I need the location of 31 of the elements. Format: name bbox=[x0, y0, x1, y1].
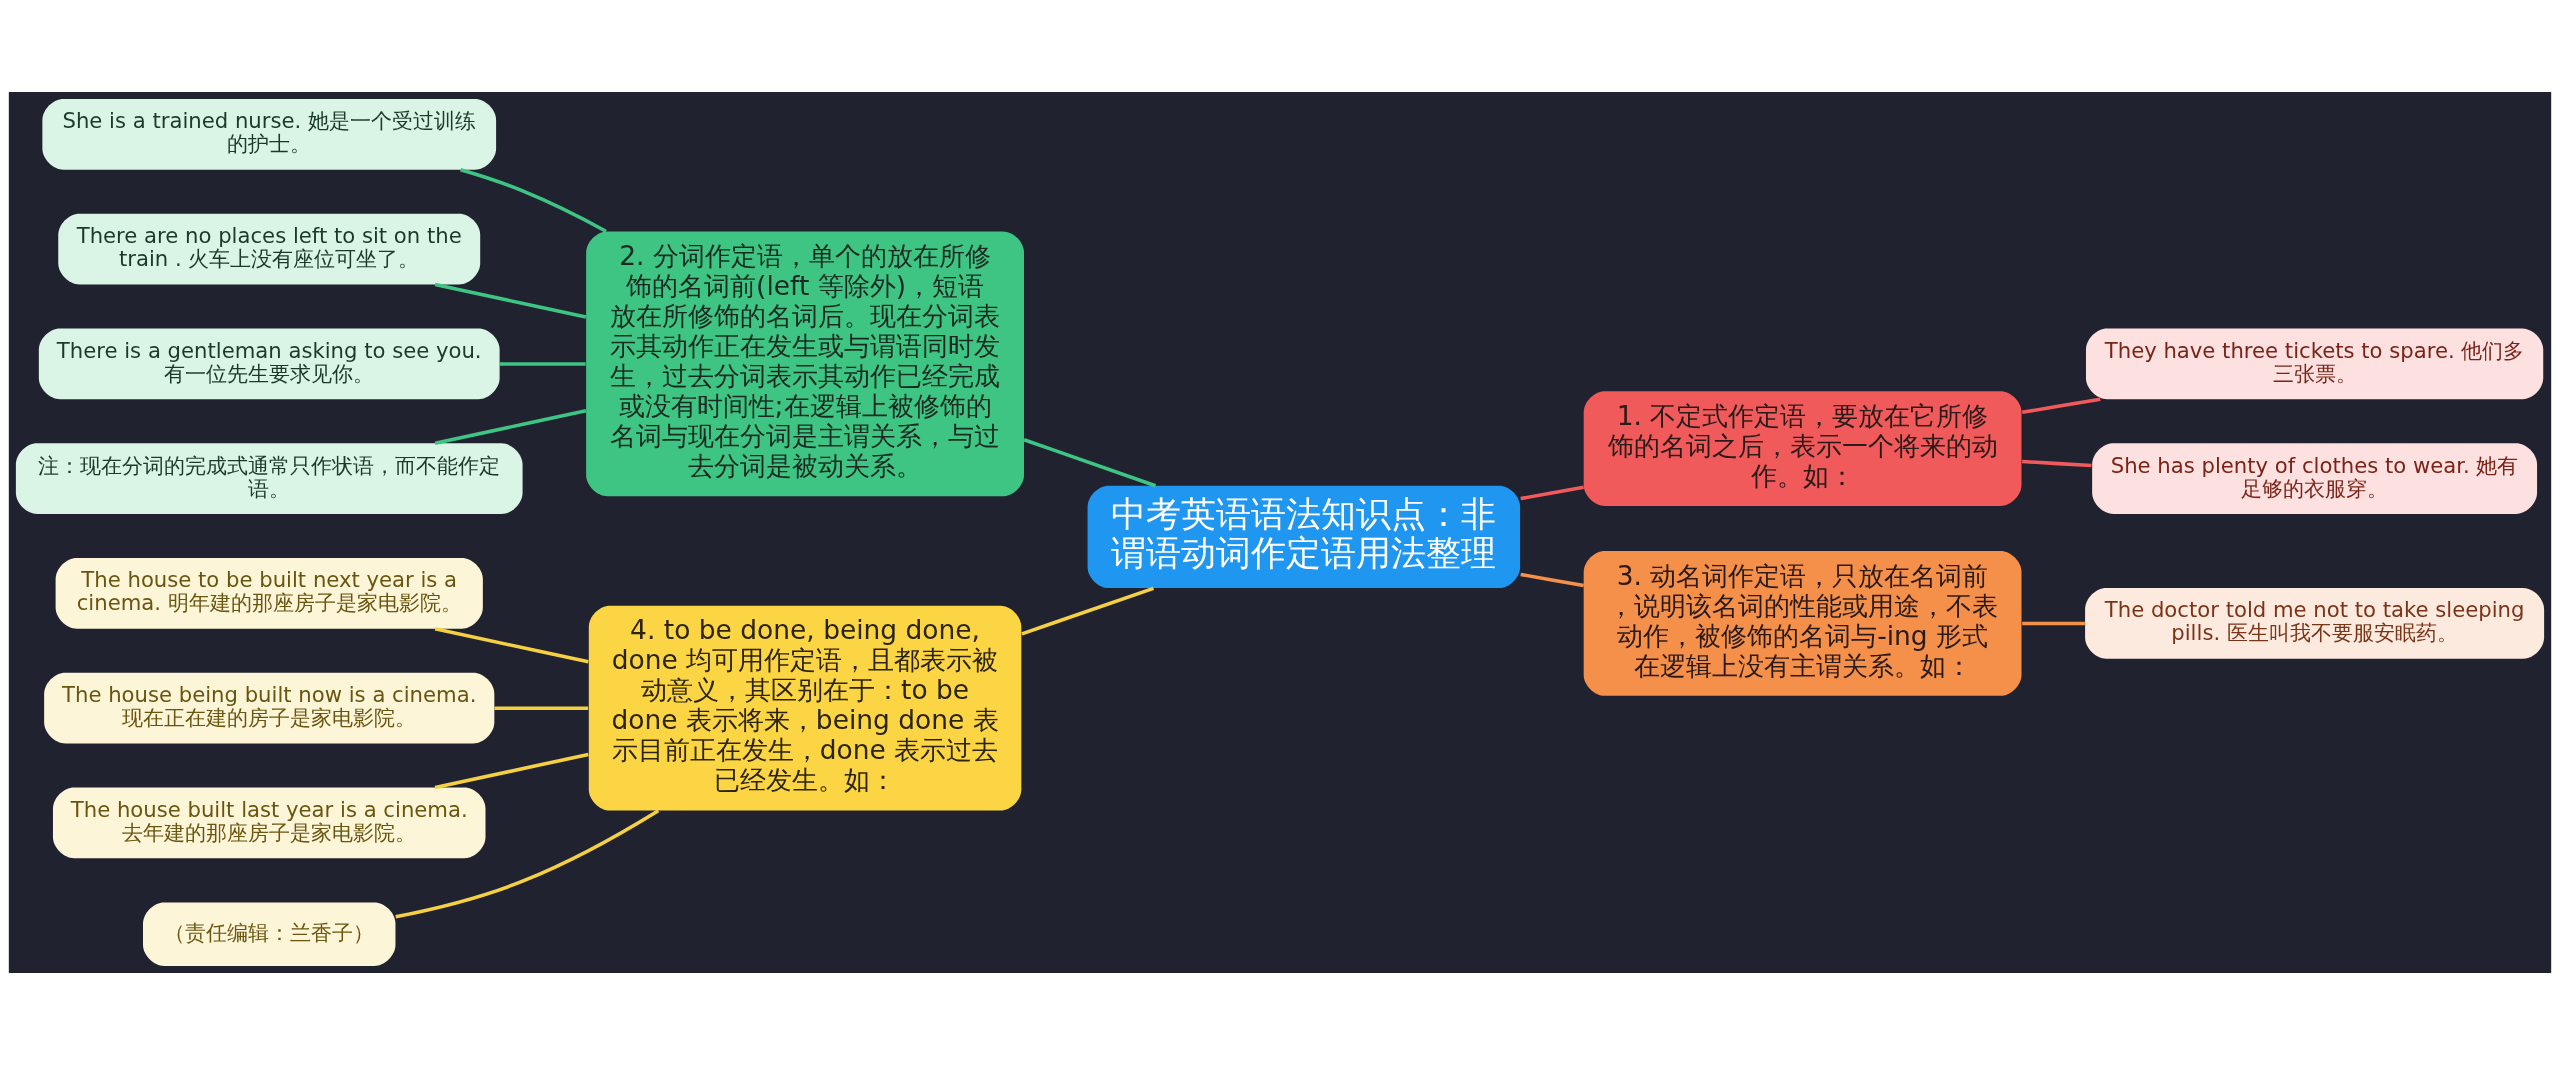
node-box: There is a gentleman asking to see you. 有一位先生要求见你。 bbox=[38, 328, 500, 400]
connector bbox=[434, 627, 589, 664]
node-box: 中考英语语法知识点：非谓语动词作定语用法整理 bbox=[1087, 485, 1521, 589]
connector bbox=[434, 282, 587, 319]
node-box: 1. 不定式作定语，要放在它所修饰的名词之后，表示一个将来的动作。如： bbox=[1583, 391, 2022, 506]
connector bbox=[2021, 397, 2101, 415]
node-box: 3. 动名词作定语，只放在名词前，说明该名词的性能或用途，不表动作，被修饰的名词与-ing 形式在逻辑上没有主谓关系。如： bbox=[1583, 551, 2022, 696]
connector bbox=[460, 168, 607, 233]
connector bbox=[1021, 586, 1155, 636]
connector bbox=[1023, 438, 1157, 488]
connector bbox=[1520, 572, 1584, 588]
node-box: 2. 分词作定语，单个的放在所修饰的名词前(left 等除外)，短语放在所修饰的名词后。现在分词表示其动作正在发生或与谓语同时发生，过去分词表示其动作已经完成或没有时间性;在逻辑上被修饰的名词与现在分词是主谓关系，与过去分词是被动关系。 bbox=[586, 231, 1024, 497]
node-box: The doctor told me not to take sleeping pills. 医生叫我不要服安眠药。 bbox=[2085, 588, 2545, 659]
connector bbox=[434, 409, 587, 445]
node-box: The house built last year is a cinema. 去年建的那座房子是家电影院。 bbox=[52, 787, 486, 859]
node-box: 4. to be done, being done, done 均可用作定语，且都表示被动意义，其区别在于：to be done 表示将来，being done 表示目前正在发生，done 表示过去已经发生。如： bbox=[588, 605, 1022, 811]
node-box: She has plenty of clothes to wear. 她有足够的衣服穿。 bbox=[2092, 443, 2538, 514]
connector bbox=[2022, 459, 2092, 468]
connector bbox=[2022, 621, 2085, 626]
connector bbox=[395, 809, 660, 919]
connector bbox=[1520, 485, 1584, 501]
node-box: The house being built now is a cinema. 现在正在建的房子是家电影院。 bbox=[44, 672, 495, 744]
connector bbox=[499, 362, 586, 366]
connector bbox=[494, 706, 589, 710]
node-box: They have three tickets to spare. 他们多三张票。 bbox=[2085, 328, 2544, 400]
node-box: The house to be built next year is a cinema. 明年建的那座房子是家电影院。 bbox=[55, 558, 483, 629]
node-box: 注：现在分词的完成式通常只作状语，而不能作定语。 bbox=[15, 443, 523, 514]
node-box: She is a trained nurse. 她是一个受过训练的护士。 bbox=[42, 99, 497, 170]
node-box: （责任编辑：兰香子） bbox=[143, 902, 396, 966]
node-box: There are no places left to sit on the train . 火车上没有座位可坐了。 bbox=[58, 213, 481, 285]
connector bbox=[434, 752, 589, 790]
